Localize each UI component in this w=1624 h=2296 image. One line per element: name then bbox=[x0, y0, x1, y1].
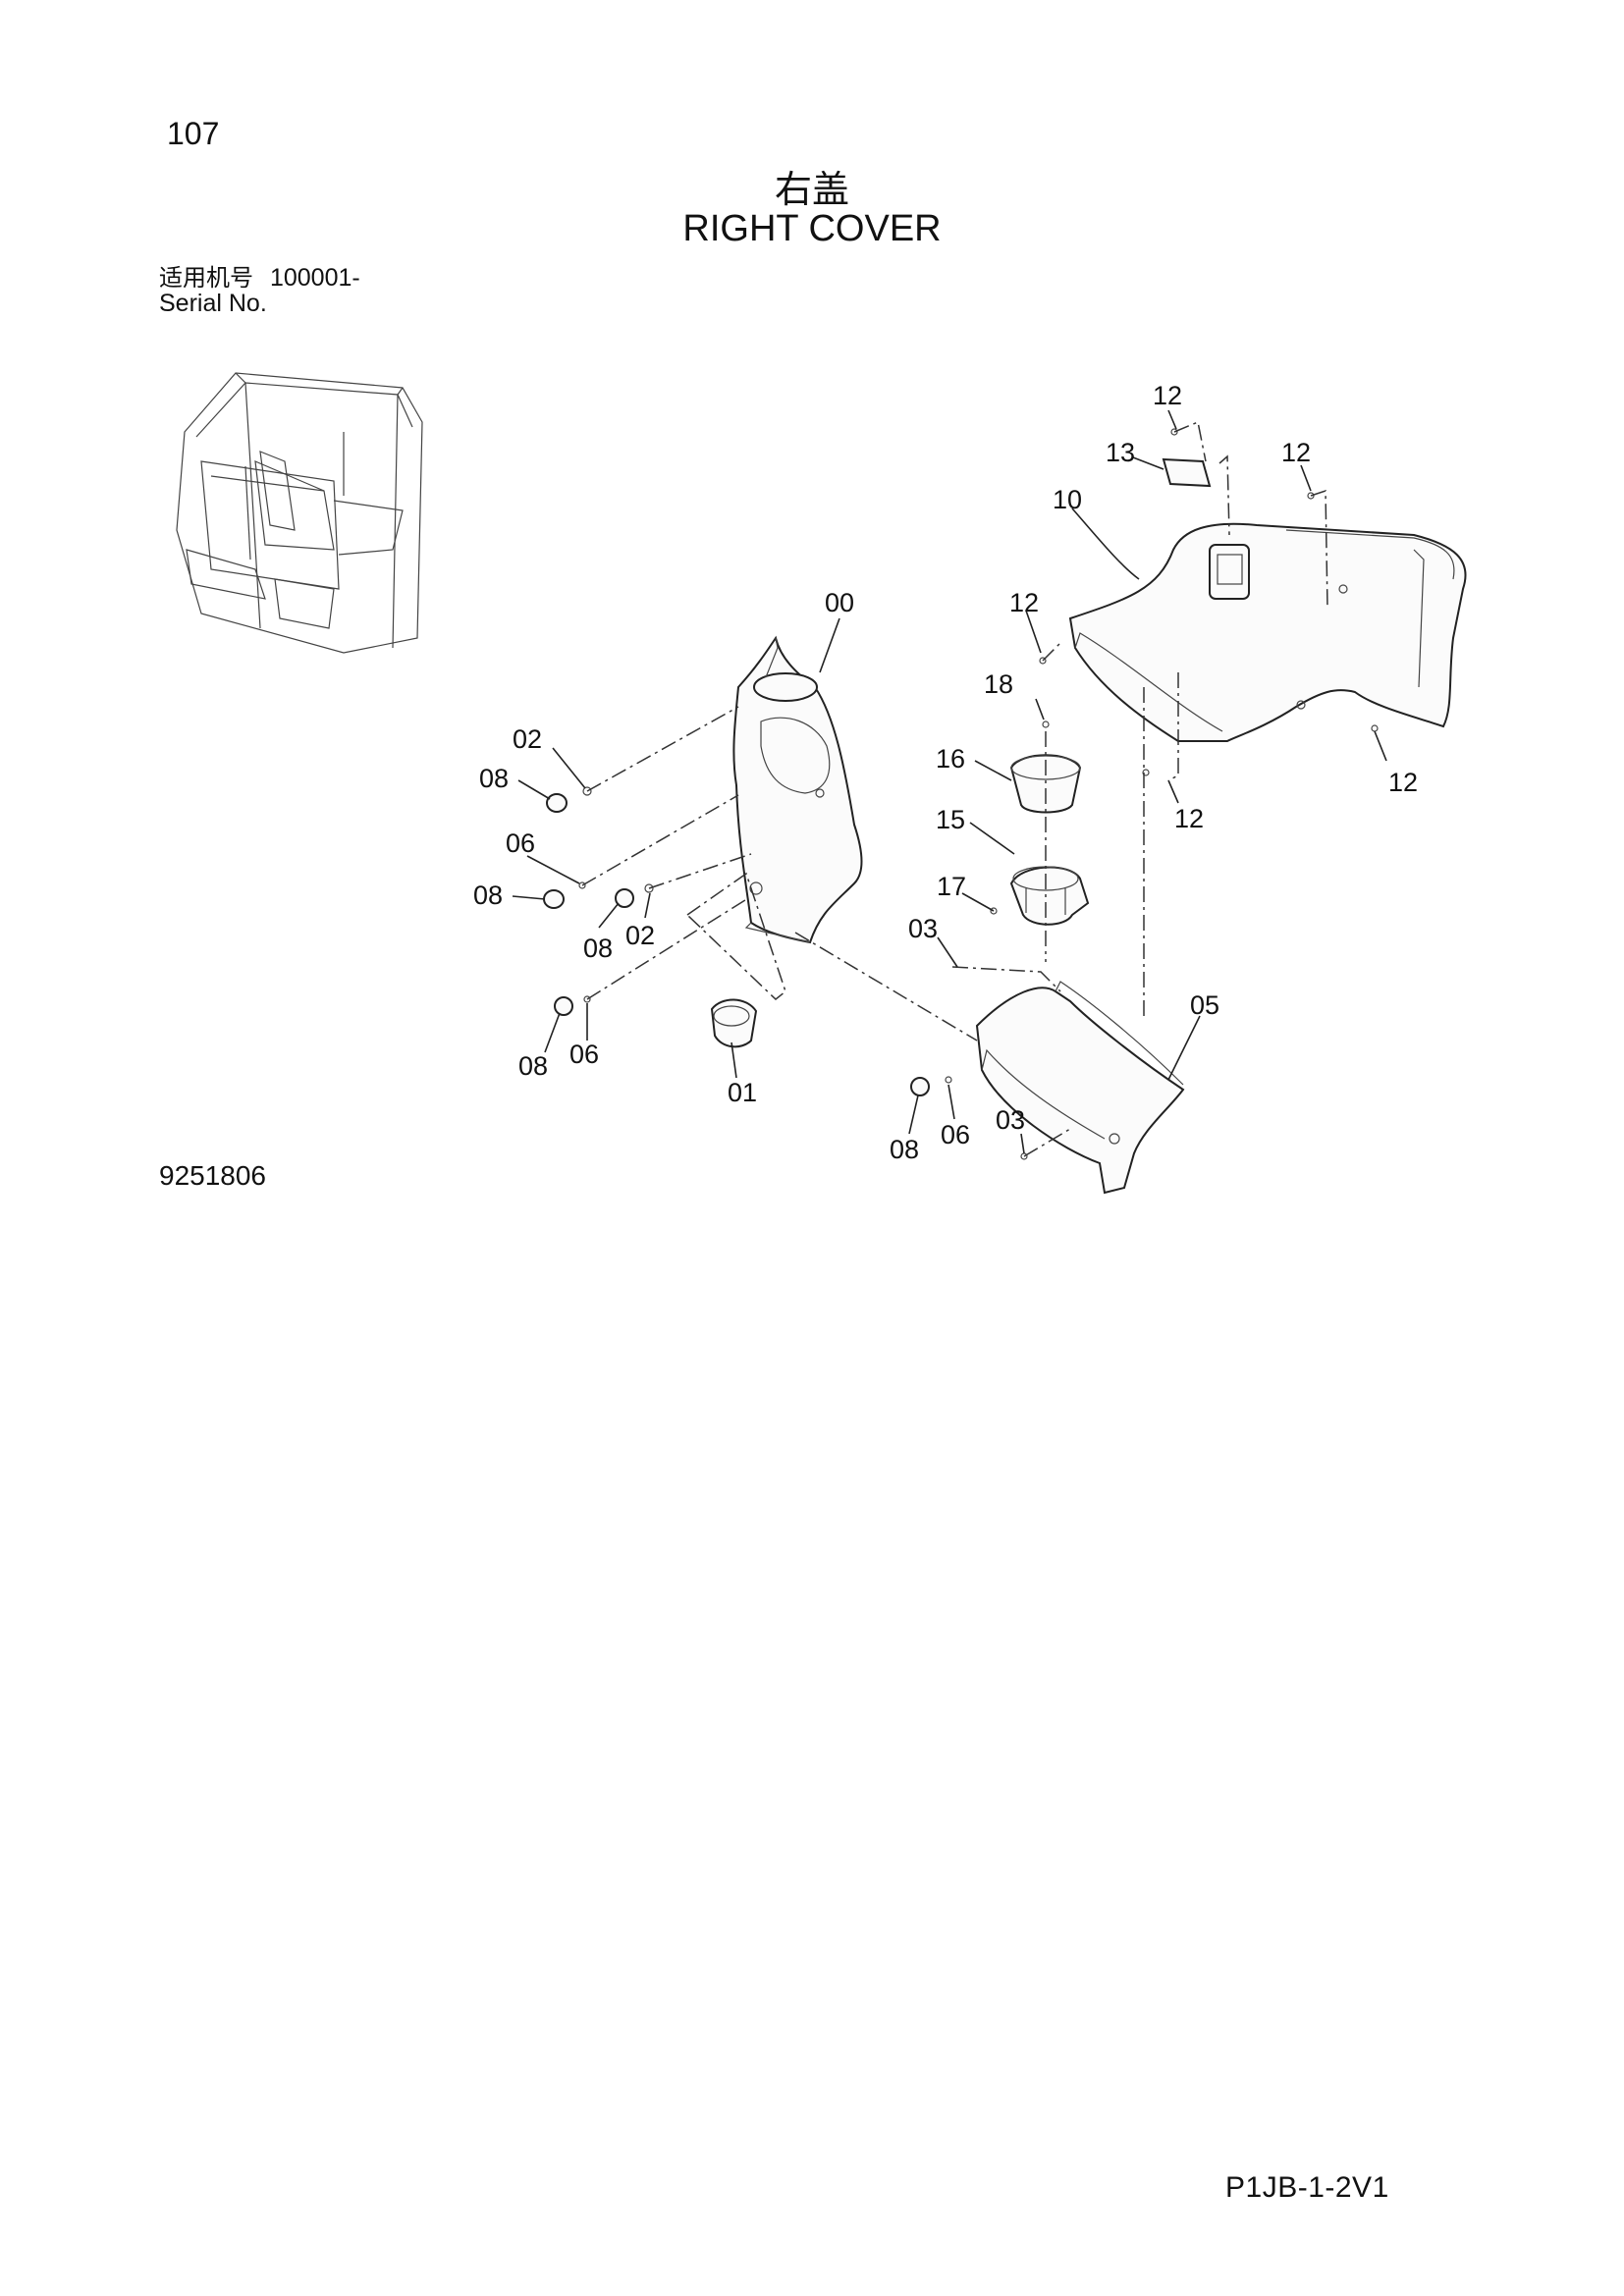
callout-08-upper: 08 bbox=[479, 764, 509, 793]
callout-05: 05 bbox=[1190, 990, 1219, 1020]
callout-06-upper: 06 bbox=[506, 828, 535, 858]
callout-15: 15 bbox=[936, 805, 965, 834]
callout-03-upper: 03 bbox=[908, 914, 938, 943]
callout-06-lower: 06 bbox=[569, 1040, 599, 1069]
callout-08-mid: 08 bbox=[473, 881, 503, 910]
title-chinese: 右盖 bbox=[774, 168, 849, 211]
callout-12-mid-left: 12 bbox=[1009, 588, 1039, 617]
callout-labels: 12 13 12 10 00 12 18 02 08 16 06 15 12 1… bbox=[473, 381, 1418, 1164]
cab-thumbnail bbox=[176, 372, 423, 654]
callout-12-right: 12 bbox=[1388, 768, 1418, 797]
title-english: RIGHT COVER bbox=[682, 208, 942, 249]
part-15-cup-holder bbox=[1009, 866, 1090, 926]
serial-label-english: Serial No. bbox=[159, 290, 267, 317]
part-10-upper-panel bbox=[1068, 522, 1467, 742]
leader-lines bbox=[512, 409, 1387, 1154]
serial-range: 100001- bbox=[269, 264, 360, 292]
drawing-number: 9251806 bbox=[159, 1160, 267, 1191]
callout-00: 00 bbox=[825, 588, 854, 617]
callout-18: 18 bbox=[984, 669, 1013, 699]
fasteners-08 bbox=[543, 793, 930, 1096]
page-number: 107 bbox=[167, 116, 220, 151]
callout-06-bottom: 06 bbox=[941, 1120, 970, 1149]
callout-08-lower: 08 bbox=[518, 1051, 548, 1081]
serial-label-chinese: 适用机号 bbox=[159, 264, 253, 292]
assembly-lines bbox=[581, 420, 1328, 1157]
part-01-knob bbox=[710, 998, 758, 1048]
callout-03-lower: 03 bbox=[996, 1105, 1025, 1135]
callout-08-bottom: 08 bbox=[890, 1135, 919, 1164]
callout-10: 10 bbox=[1053, 485, 1082, 514]
callout-12-upper-right: 12 bbox=[1281, 438, 1311, 467]
serial-info: 适用机号 100001- Serial No. bbox=[159, 265, 360, 316]
part-00-main-cover bbox=[732, 635, 863, 944]
callout-08-mid2: 08 bbox=[583, 934, 613, 963]
part-13-cap bbox=[1162, 457, 1212, 488]
part-05-lower-cover bbox=[975, 981, 1185, 1195]
page-code: P1JB-1-2V1 bbox=[1225, 2171, 1389, 2204]
callout-16: 16 bbox=[936, 744, 965, 774]
callout-12-center: 12 bbox=[1174, 804, 1204, 833]
part-16-cup bbox=[1009, 754, 1082, 814]
callout-02-upper: 02 bbox=[513, 724, 542, 754]
callout-17: 17 bbox=[937, 872, 966, 901]
callout-02-lower: 02 bbox=[625, 921, 655, 950]
callout-12-top: 12 bbox=[1153, 381, 1182, 410]
callout-01: 01 bbox=[728, 1078, 757, 1107]
callout-13: 13 bbox=[1106, 438, 1135, 467]
